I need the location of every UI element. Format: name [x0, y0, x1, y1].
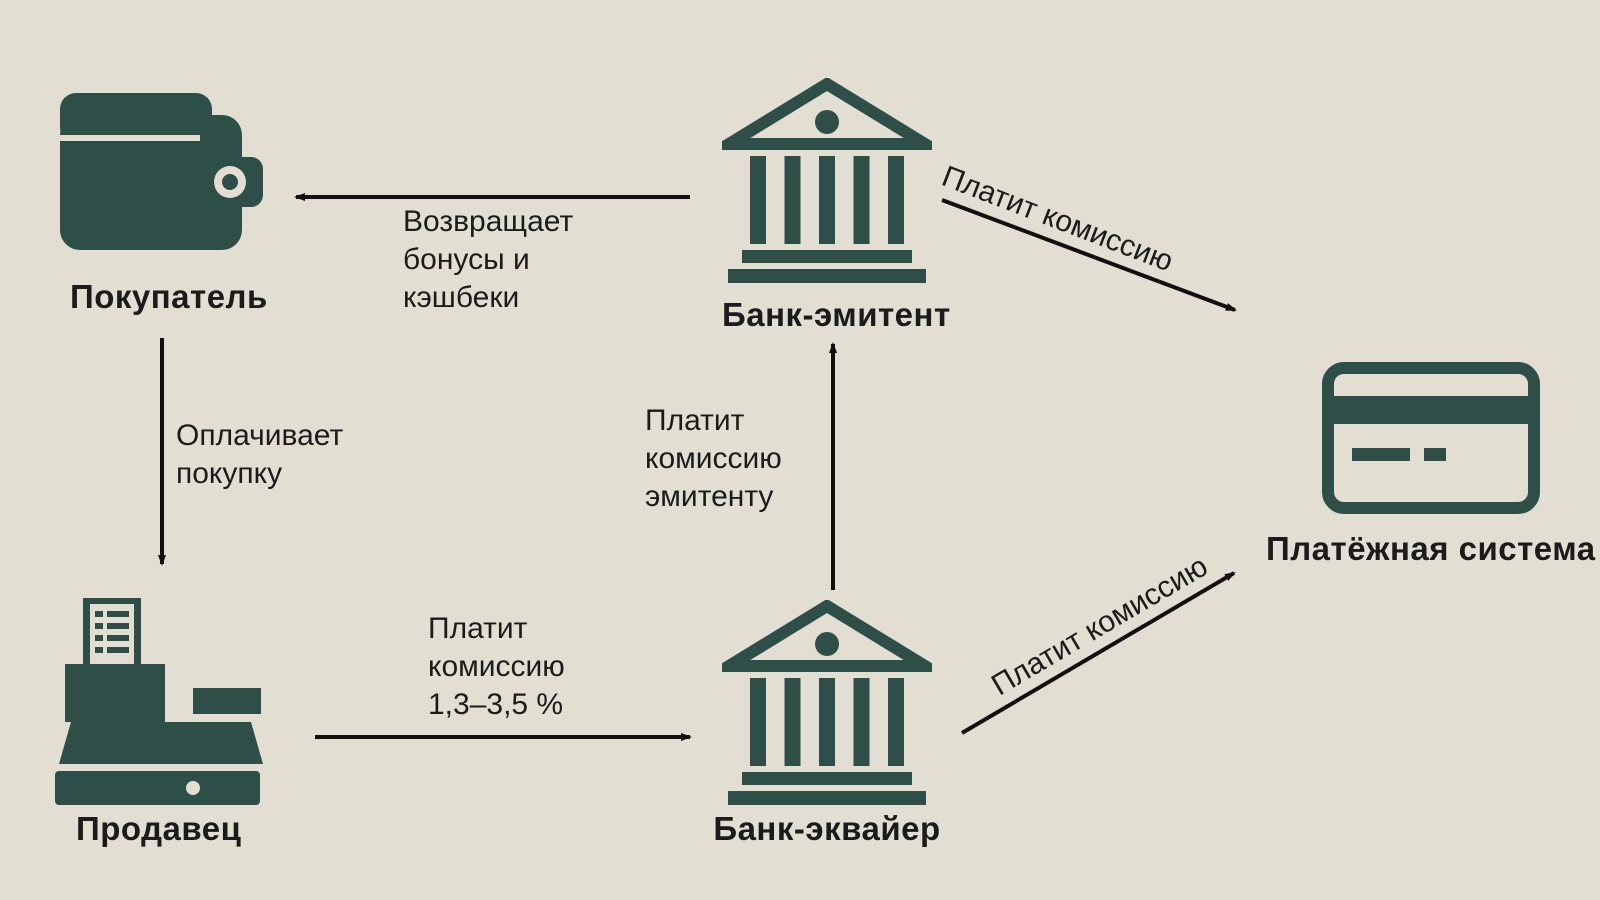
- wallet-icon: [60, 93, 263, 250]
- label-buyer-to-seller: Оплачивает покупку: [176, 419, 344, 491]
- payment-system-label: Платёжная система: [1266, 530, 1596, 567]
- arrow-acquirer-to-payment-system: [960, 571, 1236, 735]
- label-seller-to-acquirer: Платит комиссию 1,3–3,5 %: [428, 612, 565, 722]
- issuer-bank-icon: [722, 78, 932, 283]
- arrow-issuer-to-payment-system: [941, 198, 1237, 312]
- cash-register-icon: [55, 598, 263, 805]
- acquirer-bank-icon: [722, 600, 932, 805]
- label-acquirer-to-issuer: Платит комиссию эмитенту: [645, 404, 782, 514]
- seller-label: Продавец: [76, 810, 242, 847]
- buyer-label: Покупатель: [70, 278, 268, 315]
- acquirer-bank-label: Банк-эквайер: [713, 810, 941, 847]
- issuer-bank-label: Банк-эмитент: [722, 296, 951, 333]
- credit-card-icon: [1322, 362, 1540, 514]
- label-issuer-to-buyer: Возвращает бонусы и кэшбеки: [403, 205, 574, 315]
